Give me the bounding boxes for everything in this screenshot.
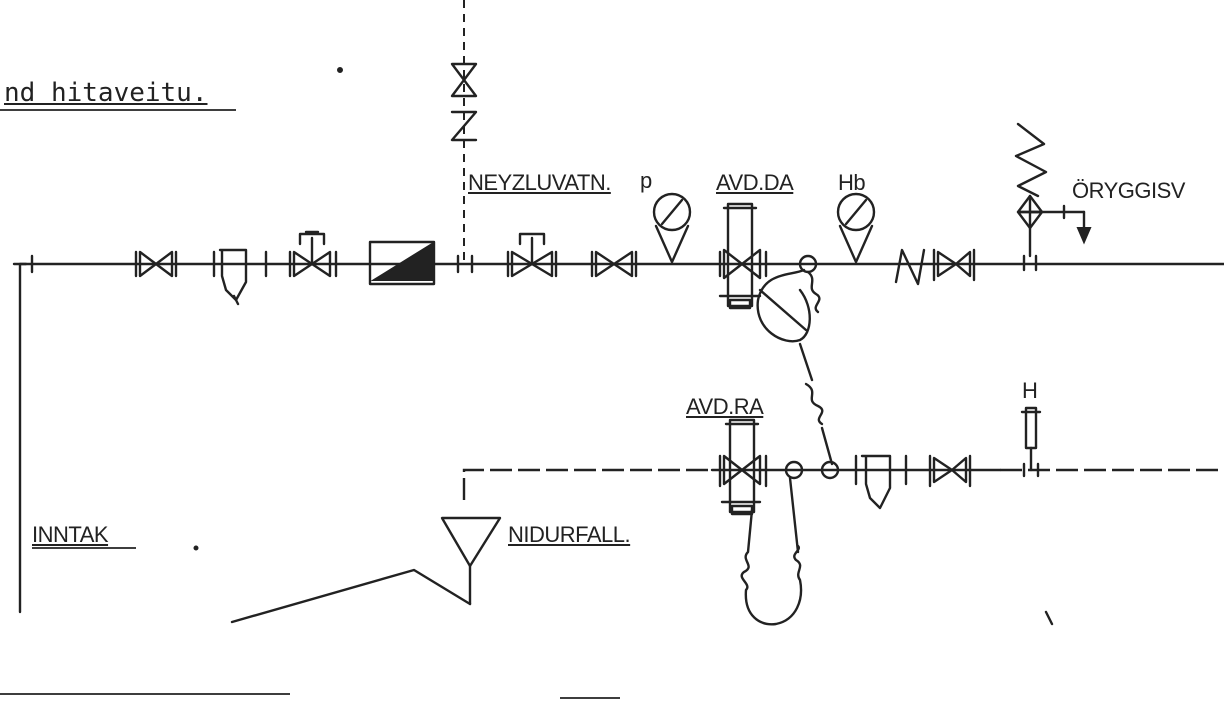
expansion-coil-icon: [740, 460, 840, 626]
gate-valve-icon: [134, 250, 178, 278]
drain-funnel-icon: [230, 516, 502, 624]
label-neyzluvatn: NEYZLUVATN.: [468, 170, 611, 195]
speck: [193, 545, 199, 551]
label-inntak: INNTAK: [32, 522, 109, 547]
safety-valve-icon: [1014, 122, 1092, 272]
strainer-icon: [212, 248, 268, 306]
label-p: p: [640, 168, 652, 193]
pressure-regulator-icon: [718, 418, 768, 516]
label-avd-da: AVD.DA: [716, 170, 794, 195]
expansion-coil-icon: [756, 254, 834, 466]
check-valve-icon: [450, 110, 478, 142]
pressure-gauge-icon: [652, 192, 692, 264]
supply-pipe: [18, 262, 1224, 614]
pressure-regulator-icon: [718, 202, 768, 310]
control-valve-icon: [506, 232, 558, 278]
diagram-title: nd hitaveitu.: [4, 78, 208, 108]
gate-valve-icon: [590, 250, 638, 278]
strainer-icon: [854, 454, 908, 510]
gate-valve-icon: [450, 62, 478, 98]
speck: [1044, 610, 1054, 626]
check-valve-icon: [894, 248, 926, 286]
gate-valve-icon: [928, 454, 972, 488]
label-h: H: [1022, 378, 1038, 403]
speck: [337, 67, 343, 73]
gate-valve-icon: [932, 248, 976, 282]
return-pipe: [462, 468, 712, 500]
label-oryggisv: ÖRYGGISV: [1072, 178, 1185, 203]
control-valve-icon: [288, 230, 338, 278]
thermometer-icon: [1020, 406, 1042, 478]
label-nidurfall: NIDURFALL.: [508, 522, 631, 547]
pressure-gauge-icon: [836, 192, 876, 264]
label-hb: Hb: [838, 170, 866, 195]
label-avd-ra: AVD.RA: [686, 394, 764, 419]
flow-meter-icon: [368, 240, 436, 286]
